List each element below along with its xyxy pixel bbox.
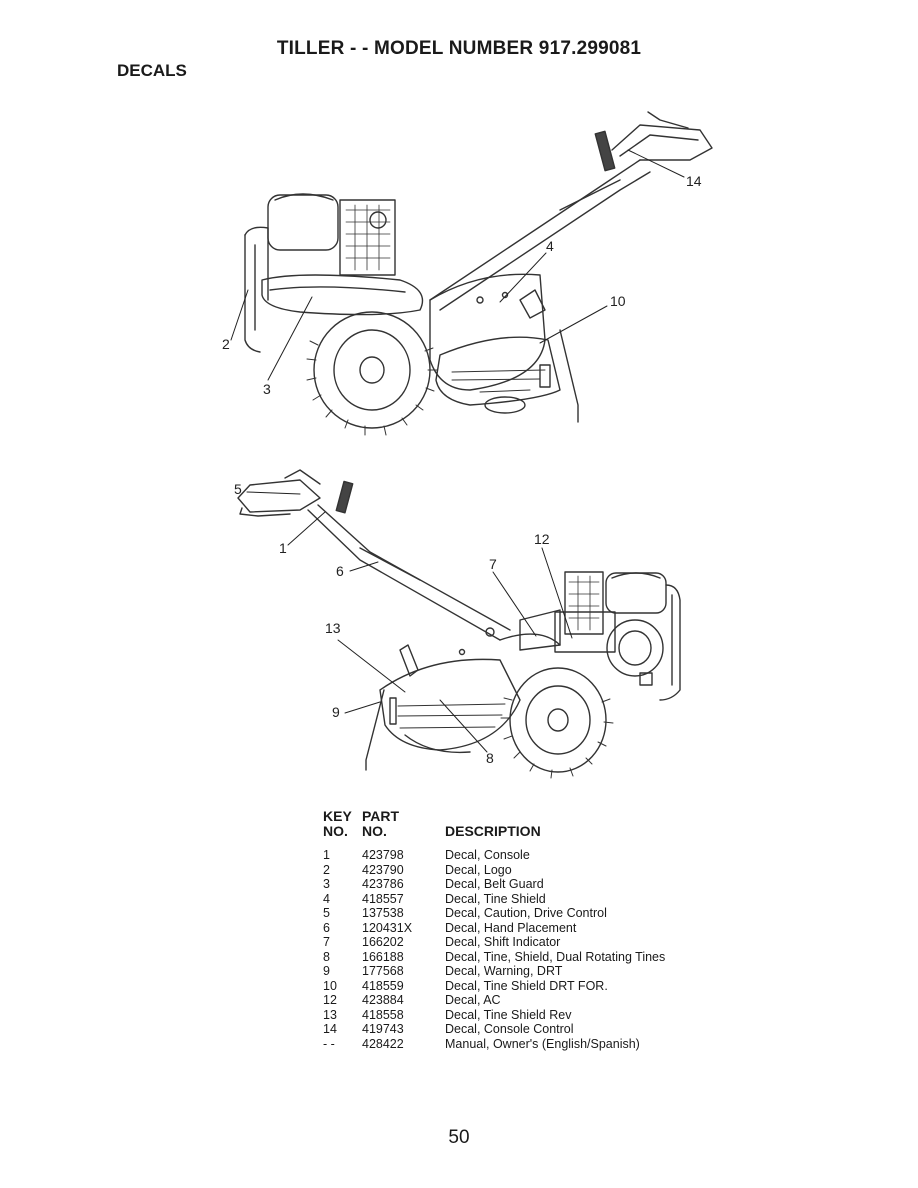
callout-4: 4 — [546, 238, 554, 254]
callout-12: 12 — [534, 531, 550, 547]
callout-9: 9 — [332, 704, 340, 720]
callout-3: 3 — [263, 381, 271, 397]
callout-1: 1 — [279, 540, 287, 556]
callout-5: 5 — [234, 481, 242, 497]
callout-13: 13 — [325, 620, 341, 636]
page-number: 50 — [448, 1127, 470, 1148]
callout-2: 2 — [222, 336, 230, 352]
header-key-no: KEY NO. — [323, 808, 352, 839]
section-heading: DECALS — [117, 61, 187, 80]
header-description: DESCRIPTION — [445, 823, 541, 839]
callout-7: 7 — [489, 556, 497, 572]
callout-8: 8 — [486, 750, 494, 766]
tiller-diagram-left-view: 14 4 10 2 3 — [0, 0, 918, 440]
callout-10: 10 — [610, 293, 626, 309]
page-title: TILLER - - MODEL NUMBER 917.299081 — [276, 38, 642, 59]
tiller-diagram-right-view: 5 1 12 6 7 13 9 8 — [0, 440, 918, 780]
callout-6: 6 — [336, 563, 344, 579]
header-part-no: PART NO. — [362, 808, 400, 839]
callout-14: 14 — [686, 173, 702, 189]
